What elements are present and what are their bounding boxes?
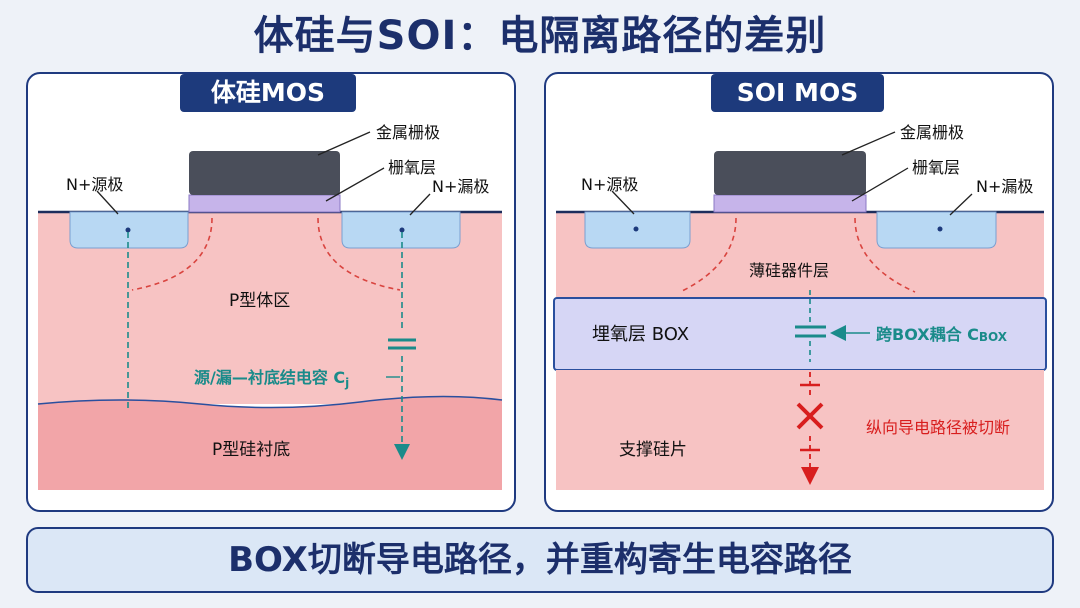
bulk-mos-tag: 体硅MOS bbox=[180, 74, 356, 112]
bulk-gate-leader bbox=[317, 131, 371, 156]
soi-depletion-drain bbox=[854, 217, 916, 293]
bulk-p-substrate bbox=[38, 396, 502, 490]
substrate-boundary-line bbox=[37, 395, 503, 409]
cut-cross-icon-b bbox=[796, 402, 824, 430]
soi-mos-tag: SOI MOS bbox=[711, 74, 884, 112]
junction-cap-label: 源/漏—衬底结电容 Cj bbox=[194, 368, 349, 390]
soi-handle-wafer bbox=[556, 370, 1044, 490]
soi-drain-leader bbox=[949, 193, 973, 216]
bulk-drain-label: N+漏极 bbox=[432, 177, 489, 196]
bulk-substrate-label: P型硅衬底 bbox=[212, 440, 290, 460]
bulk-gate-oxide bbox=[188, 194, 341, 213]
bulk-depletion-drain bbox=[317, 217, 401, 291]
handle-wafer-label: 支撑硅片 bbox=[619, 440, 687, 460]
bulk-metal-gate-label: 金属栅极 bbox=[376, 123, 440, 142]
bulk-body-label: P型体区 bbox=[229, 291, 290, 311]
bulk-source-label: N+源极 bbox=[66, 175, 123, 194]
soi-gate-oxide bbox=[713, 194, 867, 213]
bulk-drain-leader bbox=[409, 193, 431, 216]
soi-source-label: N+源极 bbox=[581, 175, 638, 194]
cut-path-label: 纵向导电路径被切断 bbox=[866, 418, 1010, 437]
soi-depletion-source bbox=[679, 217, 737, 293]
soi-metal-gate bbox=[714, 151, 866, 195]
bulk-gate-oxide-label: 栅氧层 bbox=[388, 158, 436, 177]
soi-n-drain-region bbox=[876, 211, 997, 249]
bottom-banner: BOX切断导电路径，并重构寄生电容路径 bbox=[26, 527, 1054, 593]
bulk-oxide-leader bbox=[325, 167, 385, 202]
soi-source-leader bbox=[611, 190, 635, 215]
bulk-metal-gate bbox=[189, 151, 340, 195]
soi-oxide-leader bbox=[851, 167, 909, 202]
page-title: 体硅与SOI：电隔离路径的差别 bbox=[253, 13, 827, 59]
soi-drain-dot bbox=[937, 226, 943, 232]
soi-gate-oxide-label: 栅氧层 bbox=[912, 158, 960, 177]
box-coupling-label: 跨BOX耦合 CBOX bbox=[876, 325, 1008, 344]
soi-drain-label: N+漏极 bbox=[976, 177, 1033, 196]
soi-metal-gate-label: 金属栅极 bbox=[900, 123, 964, 142]
soi-source-dot bbox=[633, 226, 639, 232]
bulk-drain-dot bbox=[399, 227, 405, 233]
box-label: 埋氧层 BOX bbox=[592, 324, 689, 345]
soi-gate-leader bbox=[841, 131, 896, 156]
bulk-source-leader bbox=[96, 190, 119, 215]
bulk-depletion-source bbox=[131, 217, 213, 291]
thin-silicon-label: 薄硅器件层 bbox=[749, 261, 829, 280]
bulk-source-dot bbox=[125, 227, 131, 233]
